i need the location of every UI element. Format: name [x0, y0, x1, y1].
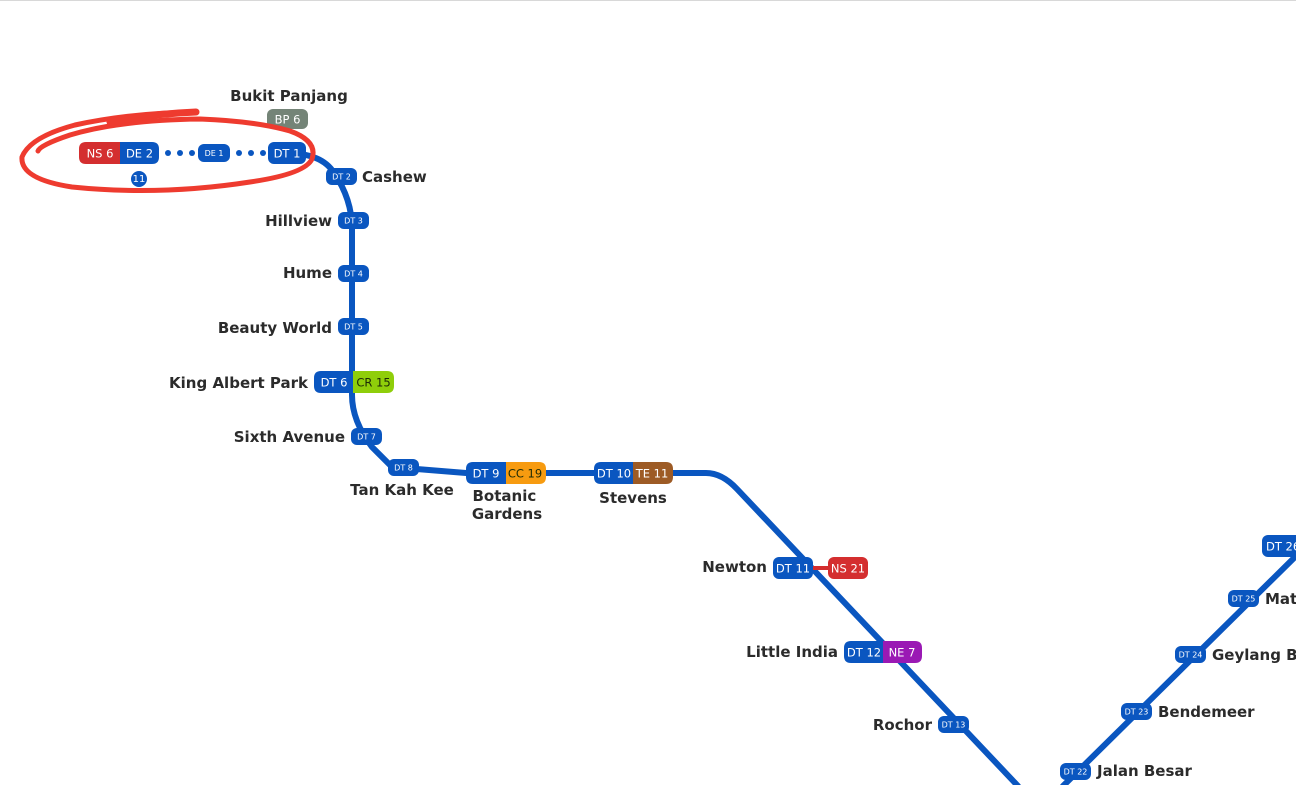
station-code-dt26[interactable]: DT 26 [1262, 535, 1296, 557]
station-code-dt10[interactable]: DT 10 [594, 462, 633, 484]
station-label-beauty-world[interactable]: Beauty World [218, 319, 332, 337]
station-label-rochor[interactable]: Rochor [873, 716, 933, 734]
station-code-dt5[interactable]: DT 5 [338, 318, 369, 335]
station-label-sixth-avenue[interactable]: Sixth Avenue [234, 428, 345, 446]
station-code-de1[interactable]: DE 1 [198, 144, 230, 162]
dotted-link [165, 150, 266, 156]
station-label-king-albert-park[interactable]: King Albert Park [169, 374, 309, 392]
station-label-bukit-panjang[interactable]: Bukit Panjang [230, 87, 348, 105]
svg-text:TE 11: TE 11 [635, 467, 669, 481]
station-code-ns6[interactable]: NS 6 [79, 142, 120, 164]
station-label-hillview[interactable]: Hillview [265, 212, 332, 230]
downtown-line-track [282, 150, 1296, 785]
svg-text:BP 6: BP 6 [275, 113, 301, 127]
svg-text:CC 19: CC 19 [508, 467, 542, 481]
station-label-stevens[interactable]: Stevens [599, 489, 667, 507]
svg-text:DT 2: DT 2 [332, 173, 351, 182]
station-code-bp6[interactable]: BP 6 [267, 109, 308, 129]
svg-text:DT 26: DT 26 [1266, 540, 1296, 554]
svg-text:DE 2: DE 2 [126, 147, 153, 161]
station-code-dt4[interactable]: DT 4 [338, 265, 369, 282]
station-label-newton[interactable]: Newton [702, 558, 767, 576]
station-label-mattar[interactable]: Matt [1265, 590, 1296, 608]
station-code-dt7[interactable]: DT 7 [351, 428, 382, 445]
svg-text:DT 3: DT 3 [344, 217, 363, 226]
station-label-tan-kah-kee[interactable]: Tan Kah Kee [350, 481, 454, 499]
station-label-botanic-gardens[interactable]: Botanic Gardens [472, 487, 542, 523]
svg-text:DT 5: DT 5 [344, 323, 363, 332]
station-code-ns21[interactable]: NS 21 [828, 557, 868, 579]
station-code-te11[interactable]: TE 11 [633, 462, 673, 484]
station-label-jalan-besar[interactable]: Jalan Besar [1096, 762, 1193, 780]
svg-text:DT 10: DT 10 [597, 467, 631, 481]
svg-text:DT 24: DT 24 [1179, 651, 1203, 660]
svg-text:DT 22: DT 22 [1064, 768, 1088, 777]
station-label-little-india[interactable]: Little India [746, 643, 838, 661]
svg-text:NE 7: NE 7 [889, 646, 916, 660]
svg-text:DT 1: DT 1 [274, 147, 301, 161]
station-label-geylang-bahru[interactable]: Geylang Bah [1212, 646, 1296, 664]
svg-text:DT 23: DT 23 [1125, 708, 1149, 717]
station-code-dt1[interactable]: DT 1 [268, 142, 306, 164]
station-label-cashew[interactable]: Cashew [362, 168, 427, 186]
svg-text:NS 6: NS 6 [87, 147, 114, 161]
station-code-dt24[interactable]: DT 24 [1175, 646, 1206, 663]
svg-text:DT 4: DT 4 [344, 270, 363, 279]
station-label-hume[interactable]: Hume [283, 264, 332, 282]
station-code-dt3[interactable]: DT 3 [338, 212, 369, 229]
svg-text:11: 11 [133, 174, 146, 185]
station-code-dt9[interactable]: DT 9 [466, 462, 506, 484]
station-code-dt23[interactable]: DT 23 [1121, 703, 1152, 720]
svg-text:NS 21: NS 21 [831, 562, 865, 576]
station-code-dt2[interactable]: DT 2 [326, 168, 357, 185]
svg-text:DT 11: DT 11 [776, 562, 810, 576]
exit-badge[interactable]: 11 [131, 171, 147, 187]
svg-text:DT 25: DT 25 [1232, 595, 1256, 604]
svg-text:DT 7: DT 7 [357, 433, 376, 442]
station-code-cr15[interactable]: CR 15 [353, 371, 394, 393]
station-code-dt6[interactable]: DT 6 [314, 371, 353, 393]
station-code-dt22[interactable]: DT 22 [1060, 763, 1091, 780]
svg-text:CR 15: CR 15 [356, 376, 390, 390]
station-code-dt11[interactable]: DT 11 [773, 557, 813, 579]
station-code-dt25[interactable]: DT 25 [1228, 590, 1259, 607]
station-code-de2[interactable]: DE 2 [120, 142, 159, 164]
svg-text:DT 9: DT 9 [473, 467, 500, 481]
svg-text:DE 1: DE 1 [205, 149, 224, 158]
highlight-annotation [19, 108, 316, 193]
station-code-dt8[interactable]: DT 8 [388, 459, 419, 476]
svg-text:DT 12: DT 12 [847, 646, 881, 660]
svg-text:DT 6: DT 6 [321, 376, 348, 390]
station-label-bendemeer[interactable]: Bendemeer [1158, 703, 1255, 721]
svg-text:DT 8: DT 8 [394, 464, 413, 473]
station-code-ne7[interactable]: NE 7 [883, 641, 922, 663]
station-code-cc19[interactable]: CC 19 [506, 462, 546, 484]
station-code-dt12[interactable]: DT 12 [844, 641, 883, 663]
station-code-dt13[interactable]: DT 13 [938, 716, 969, 733]
svg-text:DT 13: DT 13 [942, 721, 966, 730]
